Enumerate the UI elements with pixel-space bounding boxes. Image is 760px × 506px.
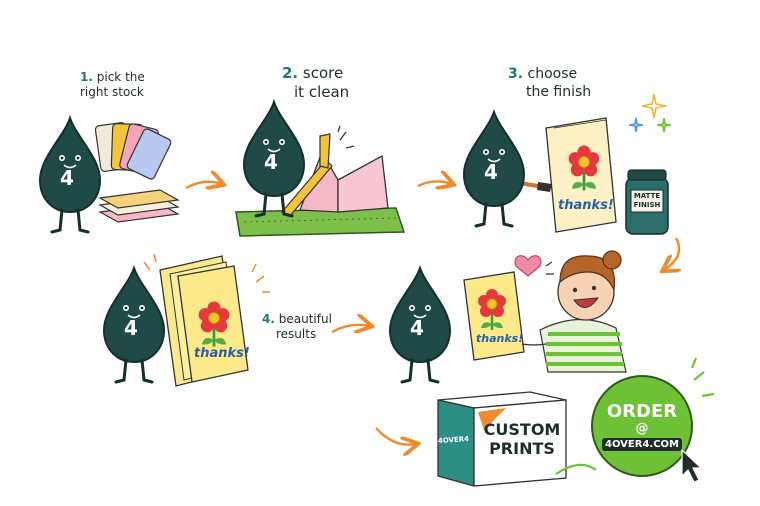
arrow-icon (331, 325, 370, 332)
step1-label: 1. pick the right stock (80, 70, 145, 100)
handoff-card (463, 271, 525, 361)
step1-text-line1: pick the (96, 70, 145, 84)
mascot-number: 4 (264, 150, 278, 174)
arrow-icon (417, 181, 452, 186)
step3-jar (625, 169, 669, 235)
step4-text-line1: beautiful (278, 312, 332, 326)
order-button[interactable]: ORDER @ 4OVER4.COM (594, 401, 690, 452)
step3-text-line2: the finish (526, 83, 592, 100)
step1-paper-stack (98, 189, 180, 223)
box-front-line2: PRINTS (489, 439, 555, 459)
order-line1: ORDER (606, 401, 678, 422)
jar-label-line1: MATTE (633, 192, 661, 200)
card-text: thanks! (476, 332, 524, 345)
jar-label: MATTE FINISH (633, 192, 661, 210)
step2-text-line2: it clean (294, 82, 350, 101)
step1-number: 1. (80, 70, 93, 84)
order-line2: @ (635, 420, 649, 436)
sparkle-icon (628, 93, 672, 133)
step3-number: 3. (508, 66, 524, 82)
card-text: thanks! (194, 346, 250, 361)
step4-label: 4. beautiful results (262, 312, 332, 342)
cursor-icon (681, 448, 703, 483)
arrow-icon (664, 237, 679, 270)
step1-text-line2: right stock (80, 85, 144, 99)
step3-label: 3. choose the finish (508, 66, 591, 101)
mascot-number: 4 (410, 316, 424, 340)
step2-label: 2. score it clean (282, 64, 349, 102)
card-text: thanks! (558, 198, 614, 213)
step4-number: 4. (262, 312, 275, 326)
step1-card-fan (94, 122, 172, 180)
jar-label-line2: FINISH (633, 200, 661, 209)
step3-text-line1: choose (527, 66, 578, 82)
mascot-number: 4 (124, 316, 138, 340)
arrow-icon (185, 182, 222, 188)
mascot-number: 4 (60, 166, 74, 190)
box-front-text: CUSTOM PRINTS (480, 420, 564, 458)
heart-icon (514, 255, 554, 277)
step2-text-line1: score (302, 64, 344, 82)
step2-number: 2. (282, 64, 299, 82)
customer-person (521, 250, 627, 373)
mascot-number: 4 (484, 160, 498, 184)
order-line3: 4OVER4.COM (602, 438, 682, 452)
custom-prints-box (437, 391, 567, 487)
box-front-line1: CUSTOM (483, 420, 561, 439)
step2-cutting-mat (235, 207, 406, 237)
step4-text-line2: results (276, 327, 317, 341)
arrow-icon (375, 427, 416, 445)
